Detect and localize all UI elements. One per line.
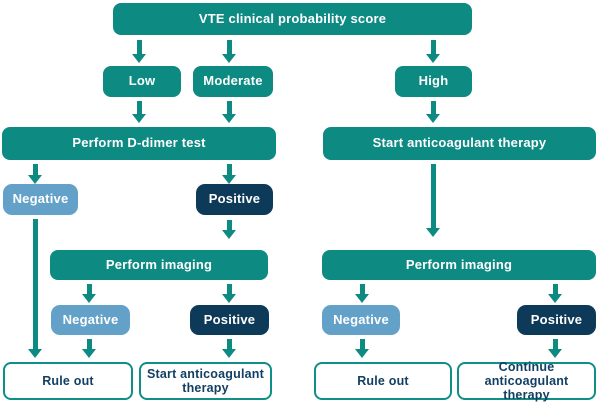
badge-imaging-negative-right: Negative (322, 305, 400, 335)
arrow-down-icon (222, 164, 236, 184)
badge-ddimer-positive: Positive (196, 184, 273, 215)
outcome-label-line: Continue (498, 360, 555, 374)
node-vte-score: VTE clinical probability score (113, 3, 472, 35)
arrow-down-icon (426, 40, 440, 63)
outcome-rule-out-left: Rule out (3, 362, 133, 400)
arrow-down-icon (82, 284, 96, 303)
node-moderate: Moderate (193, 66, 273, 97)
node-low: Low (103, 66, 181, 97)
badge-imaging-positive-left: Positive (190, 305, 269, 335)
arrow-down-icon (355, 339, 369, 358)
outcome-continue-anticoagulant: Continue anticoagulant therapy (457, 360, 596, 402)
arrow-down-icon (28, 219, 42, 358)
arrow-down-icon (222, 220, 236, 239)
arrow-down-icon (355, 284, 369, 303)
node-high: High (395, 66, 472, 97)
arrow-down-icon (222, 284, 236, 303)
outcome-start-anticoagulant: Start anticoagulant therapy (139, 362, 272, 400)
arrow-down-icon (426, 101, 440, 123)
node-perform-imaging-left: Perform imaging (50, 250, 268, 280)
arrow-down-icon (222, 40, 236, 63)
badge-imaging-positive-right: Positive (517, 305, 596, 335)
arrow-down-icon (222, 339, 236, 358)
arrow-down-icon (132, 101, 146, 123)
arrow-down-icon (548, 284, 562, 303)
node-perform-ddimer-test: Perform D-dimer test (2, 127, 276, 160)
outcome-rule-out-right: Rule out (314, 362, 452, 400)
arrow-down-icon (82, 339, 96, 358)
arrow-down-icon (426, 164, 440, 237)
outcome-label-line: Start anticoagulant (146, 367, 264, 381)
badge-ddimer-negative: Negative (3, 184, 78, 215)
arrow-down-icon (132, 40, 146, 63)
node-start-anticoagulant-therapy: Start anticoagulant therapy (323, 127, 596, 160)
outcome-label-line: therapy (182, 381, 229, 395)
outcome-label-line: anticoagulant therapy (484, 374, 569, 402)
arrow-down-icon (222, 101, 236, 123)
node-perform-imaging-right: Perform imaging (322, 250, 596, 280)
arrow-down-icon (548, 339, 562, 358)
arrow-down-icon (28, 164, 42, 184)
badge-imaging-negative-left: Negative (51, 305, 130, 335)
